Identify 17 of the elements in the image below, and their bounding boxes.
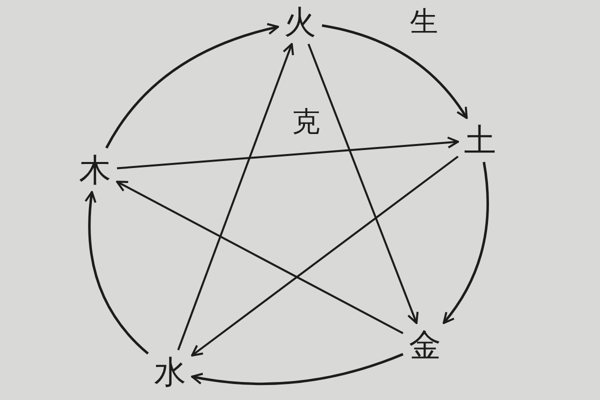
arrow	[191, 353, 404, 386]
arrow	[322, 24, 468, 119]
arrow	[116, 180, 404, 334]
element-character: 火	[284, 6, 316, 38]
arrow	[105, 23, 279, 149]
arrow	[442, 162, 489, 324]
element-character: 土	[464, 124, 496, 156]
arrow	[177, 43, 294, 350]
arrow	[308, 44, 419, 324]
arrow	[116, 136, 459, 170]
arrow	[191, 156, 459, 356]
element-character: 金	[409, 329, 441, 361]
element-character: 木	[79, 154, 111, 186]
star-label: 克	[292, 108, 320, 136]
arrow	[84, 191, 149, 355]
element-character: 水	[154, 356, 186, 388]
cycle-label: 生	[410, 8, 438, 36]
